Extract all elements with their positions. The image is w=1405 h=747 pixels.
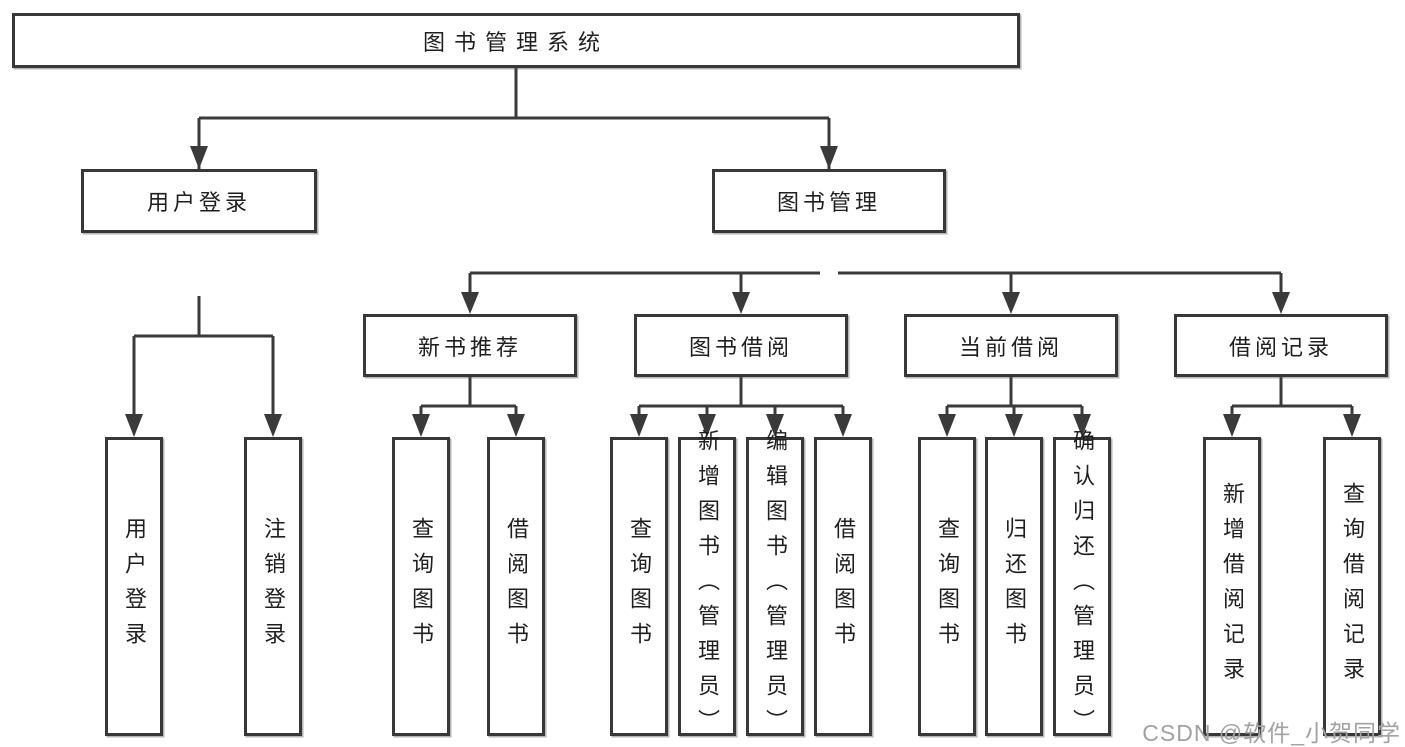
node-module-borrow-records: 借阅记录 bbox=[1174, 314, 1388, 377]
node-module-new-book-recommend: 新书推荐 bbox=[363, 314, 577, 377]
node-module-book-borrow: 图书借阅 bbox=[634, 314, 848, 377]
arrowhead bbox=[820, 146, 838, 169]
node-label: 查询借阅记录 bbox=[1340, 481, 1365, 692]
connector-root-to-level2 bbox=[197, 68, 831, 294]
connector-book-branch bbox=[468, 233, 1283, 293]
node-label: 查询图书 bbox=[935, 516, 960, 657]
node-book-management-branch: 图书管理 bbox=[712, 169, 946, 233]
node-root-label: 图书管理系统 bbox=[422, 29, 609, 55]
connector-borrow bbox=[637, 377, 845, 416]
arrowhead bbox=[698, 414, 716, 437]
csdn-watermark: CSDN @软件_小贺同学 bbox=[1142, 720, 1401, 746]
node-label: 确认归还（管理员） bbox=[1070, 429, 1095, 744]
node-module-current-borrow: 当前借阅 bbox=[904, 314, 1118, 377]
node-leaf-edit-book-admin: 编辑图书（管理员） bbox=[746, 429, 804, 744]
node-label: 新增借阅记录 bbox=[1220, 481, 1245, 692]
arrowhead bbox=[630, 414, 648, 437]
node-label: 归还图书 bbox=[1002, 516, 1027, 657]
node-leaf-logout: 注销登录 bbox=[244, 437, 302, 736]
arrowhead bbox=[1223, 414, 1241, 437]
node-leaf-query-book-2: 查询图书 bbox=[610, 437, 668, 736]
node-label: 新增图书（管理员） bbox=[695, 429, 720, 744]
node-leaf-query-book-1: 查询图书 bbox=[392, 437, 450, 736]
node-label: 用户登录 bbox=[122, 516, 147, 657]
arrowhead bbox=[834, 414, 852, 437]
node-leaf-add-book-admin: 新增图书（管理员） bbox=[678, 429, 736, 744]
node-label: 借阅图书 bbox=[831, 516, 856, 657]
arrowhead bbox=[125, 414, 143, 437]
node-label: 注销登录 bbox=[261, 516, 286, 657]
node-label: 当前借阅 bbox=[958, 334, 1063, 360]
arrowhead bbox=[766, 414, 784, 437]
node-label: 用户登录 bbox=[146, 190, 251, 215]
node-leaf-user-login: 用户登录 bbox=[105, 437, 163, 736]
node-label: 查询图书 bbox=[409, 516, 434, 657]
node-leaf-query-book-3: 查询图书 bbox=[918, 437, 976, 736]
arrowhead bbox=[461, 292, 479, 314]
arrowhead bbox=[1002, 292, 1020, 314]
node-label: 查询图书 bbox=[627, 516, 652, 657]
arrowhead bbox=[412, 414, 430, 437]
node-root-system: 图书管理系统 bbox=[12, 13, 1020, 68]
arrowhead bbox=[507, 414, 525, 437]
node-leaf-confirm-return-admin: 确认归还（管理员） bbox=[1053, 429, 1111, 744]
arrowhead bbox=[938, 414, 956, 437]
arrowhead bbox=[190, 146, 208, 169]
node-user-login-branch: 用户登录 bbox=[81, 169, 317, 233]
node-leaf-return-book: 归还图书 bbox=[985, 437, 1043, 736]
arrowhead bbox=[1343, 414, 1361, 437]
arrowhead bbox=[1272, 292, 1290, 314]
connector-newbook bbox=[419, 377, 518, 416]
connector-current bbox=[945, 377, 1084, 416]
connector-records bbox=[1230, 377, 1354, 416]
node-label: 借阅图书 bbox=[504, 516, 529, 657]
node-label: 新书推荐 bbox=[417, 334, 522, 360]
node-leaf-add-borrow-record: 新增借阅记录 bbox=[1203, 437, 1261, 736]
node-label: 图书管理 bbox=[776, 190, 881, 215]
arrowhead bbox=[732, 292, 750, 314]
node-label: 图书借阅 bbox=[688, 334, 793, 360]
node-leaf-borrow-book-2: 借阅图书 bbox=[814, 437, 872, 736]
arrowhead bbox=[1073, 414, 1091, 437]
node-leaf-borrow-book-1: 借阅图书 bbox=[487, 437, 545, 736]
arrowhead bbox=[264, 414, 282, 437]
node-leaf-query-borrow-record: 查询借阅记录 bbox=[1323, 437, 1381, 736]
node-label: 编辑图书（管理员） bbox=[763, 429, 788, 744]
arrowhead bbox=[1005, 414, 1023, 437]
node-label: 借阅记录 bbox=[1228, 334, 1333, 360]
